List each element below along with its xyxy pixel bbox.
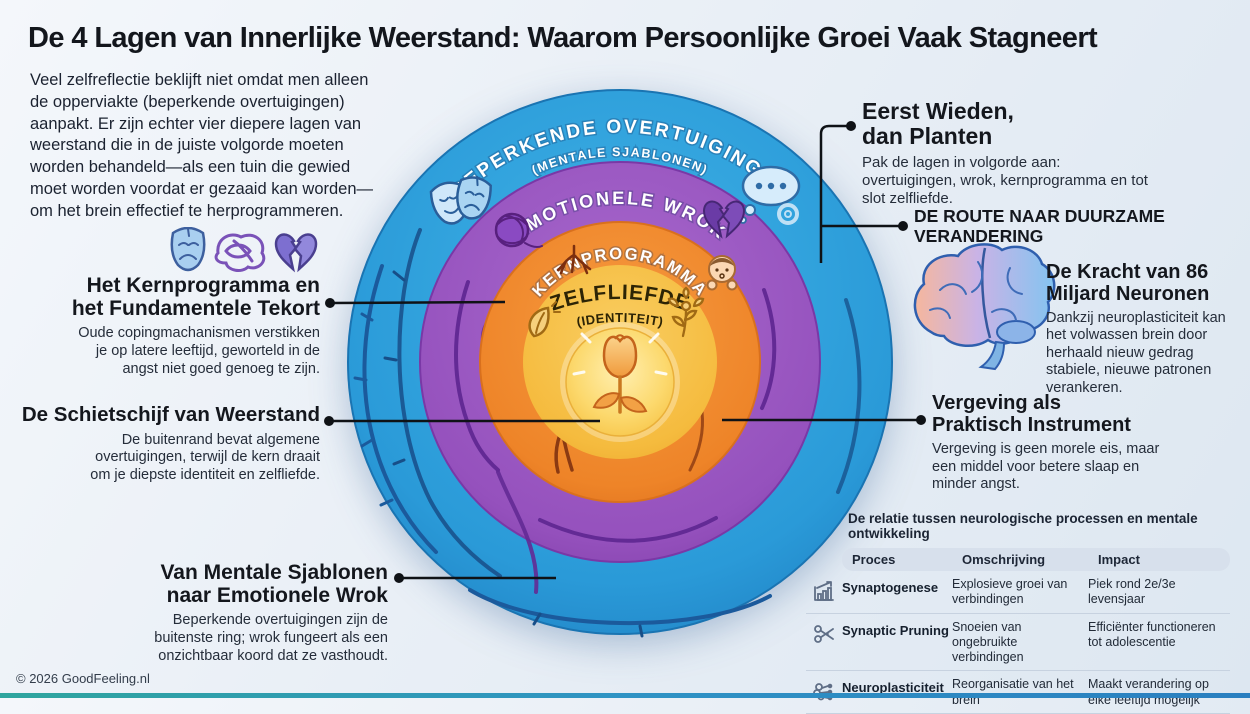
roots-icon — [556, 244, 592, 275]
callout-wieden: Eerst Wieden, dan Planten Pak de lagen i… — [862, 99, 1172, 208]
callout-schietschijf-body: De buitenrand bevat algemene overtuiging… — [90, 431, 320, 483]
growth-chart-icon — [806, 577, 842, 603]
ring-sublabel-identiteit: (IDENTITEIT) — [575, 310, 665, 330]
callout-schietschijf-heading: De Schietschijf van Weerstand — [21, 403, 320, 426]
callout-sjablonen: Van Mentale Sjablonen naar Emotionele Wr… — [108, 561, 388, 665]
resistance-rings-diagram: BEPERKENDE OVERTUIGINGEN (MENTALE SJABLO… — [347, 89, 1056, 638]
callout-wieden-body: Pak de lagen in volgorde aan: overtuigin… — [862, 153, 1148, 207]
table-row: Synaptogenese Explosieve groei van verbi… — [806, 571, 1230, 614]
callout-kernprogramma: Het Kernprogramma en het Fundamentele Te… — [40, 274, 320, 378]
brain-network-icon — [806, 677, 842, 703]
cell-omschrijving: Snoeien van ongebruikte verbindingen — [952, 619, 1024, 665]
callout-vergeving-heading: Vergeving als Praktisch Instrument — [932, 392, 1131, 436]
cell-proces: Neuroplasticiteit — [842, 680, 944, 696]
worried-child-icon — [706, 255, 738, 291]
table-row: Synaptic Pruning Snoeien van ongebruikte… — [806, 614, 1230, 672]
callout-kernprogramma-body: Oude copingmachanismen verstikken je op … — [78, 325, 320, 377]
sad-mask-icon — [170, 227, 206, 272]
tangled-knot-icon — [214, 233, 266, 272]
page-title: De 4 Lagen van Innerlijke Weerstand: Waa… — [28, 22, 1098, 54]
callout-schietschijf: De Schietschijf van Weerstand De buitenr… — [20, 403, 320, 485]
footer-accent-bar — [0, 693, 1250, 698]
intro-paragraph: Veel zelfreflectie beklijft niet omdat m… — [30, 71, 374, 220]
callout-route: DE ROUTE NAAR DUURZAME VERANDERING — [914, 206, 1234, 246]
coil-icon — [777, 203, 799, 225]
callout-neuronen-body: Dankzij neuroplasticiteit kan het volwas… — [1046, 310, 1226, 396]
col-header-proces: Proces — [852, 552, 896, 567]
kernprogramma-icons — [168, 226, 318, 276]
col-header-impact: Impact — [1098, 552, 1140, 567]
callout-sjablonen-body: Beperkende overtuigingen zijn de buitens… — [154, 612, 388, 664]
callout-neuronen-heading: De Kracht van 86 Miljard Neuronen — [1046, 261, 1210, 305]
callout-vergeving-body: Vergeving is geen morele eis, maar een m… — [932, 441, 1160, 493]
broken-heart-icon — [702, 200, 746, 239]
callout-sjablonen-heading: Van Mentale Sjablonen naar Emotionele Wr… — [160, 561, 388, 608]
yarn-ball-icon — [494, 212, 543, 248]
flower-icon — [667, 286, 705, 338]
tulip-icon — [572, 332, 668, 414]
neuro-table: De relatie tussen neurologische processe… — [806, 511, 1230, 714]
callout-route-heading: DE ROUTE NAAR DUURZAME VERANDERING — [914, 206, 1165, 247]
col-header-omschrijving: Omschrijving — [962, 552, 1046, 567]
cell-impact: Piek rond 2e/3e levensjaar — [1088, 577, 1176, 607]
scissors-icon — [806, 620, 842, 646]
callout-vergeving: Vergeving als Praktisch Instrument Verge… — [932, 392, 1172, 494]
theater-masks-icon — [429, 175, 492, 225]
cell-proces: Synaptogenese — [842, 580, 939, 595]
cell-impact: Efficiënter functioneren tot adolescenti… — [1088, 619, 1216, 649]
brain-icon — [913, 243, 1056, 371]
table-header-row: Proces Omschrijving Impact — [842, 548, 1230, 571]
thought-bubble-icon — [739, 165, 801, 224]
callout-kernprogramma-heading: Het Kernprogramma en het Fundamentele Te… — [71, 274, 320, 321]
seed-icon — [528, 301, 561, 338]
broken-heart-icon — [274, 233, 318, 273]
thorn-vines — [353, 228, 862, 638]
cell-proces: Synaptic Pruning — [842, 622, 949, 638]
table-title: De relatie tussen neurologische processe… — [848, 511, 1198, 541]
callout-wieden-heading: Eerst Wieden, dan Planten — [862, 98, 1014, 149]
cell-omschrijving: Explosieve groei van verbindingen — [952, 577, 1068, 607]
copyright-text: © 2026 GoodFeeling.nl — [16, 671, 150, 686]
callout-neuronen: De Kracht van 86 Miljard Neuronen Dankzi… — [1046, 261, 1250, 397]
